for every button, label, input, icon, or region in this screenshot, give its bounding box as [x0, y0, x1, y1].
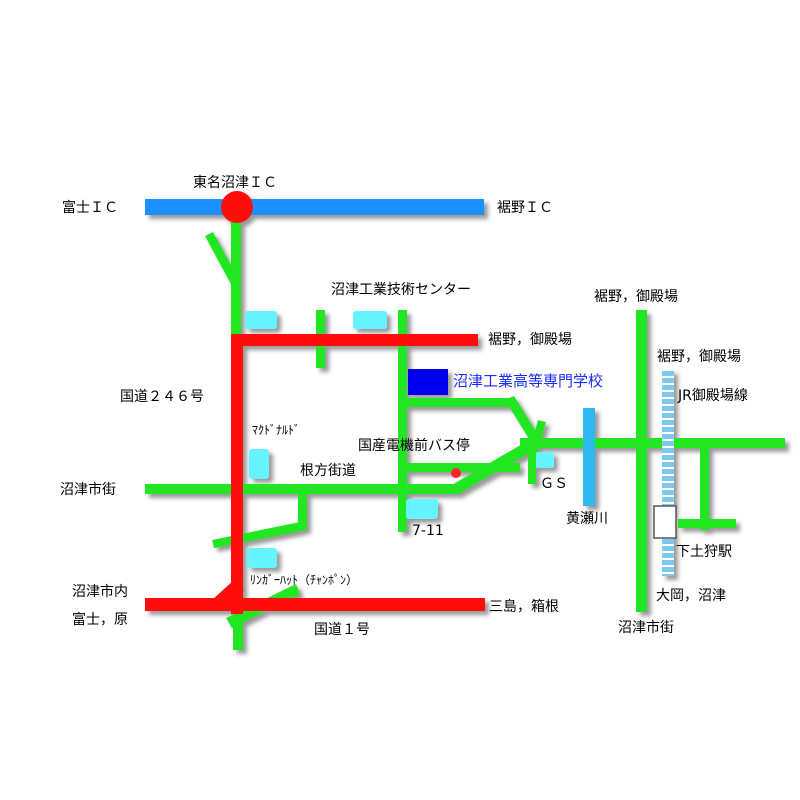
label-fuji-hara: 富士，原	[72, 611, 128, 628]
road-station-stub	[678, 519, 736, 528]
label-shimotogari-station: 下土狩駅	[676, 544, 732, 560]
road-ic-spur	[205, 232, 240, 286]
label-kisegawa: 黄瀬川	[566, 510, 608, 527]
road-station-right	[700, 444, 709, 530]
label-tomei-numazu-ic: 東名沼津ＩＣ	[193, 175, 277, 191]
label-jr-gotemba-line: JR御殿場線	[677, 388, 748, 404]
landmark-gs	[536, 452, 554, 468]
tomei-expressway	[145, 199, 484, 215]
bus-stop-icon	[451, 468, 461, 478]
label-ooka-numazu: 大岡，沼津	[656, 588, 726, 604]
road-west-spur-v	[298, 490, 307, 530]
label-susono-ic: 裾野ＩＣ	[497, 200, 553, 216]
label-gs: ＧＳ	[540, 476, 568, 492]
label-route-1: 国道１号	[314, 622, 370, 638]
road-west-spur-d	[212, 522, 302, 548]
route-1-branch	[212, 580, 244, 610]
road-bus-street	[402, 463, 520, 472]
road-tech-center	[398, 310, 407, 532]
label-mcdonalds: ﾏｸﾄﾞﾅﾙﾄﾞ	[252, 423, 300, 437]
road-nekata-diagonal	[450, 436, 542, 494]
road-east-vertical	[636, 310, 647, 612]
road-school-diagonal	[505, 396, 540, 442]
landmark-tech-center	[353, 311, 387, 329]
national-routes	[145, 334, 485, 614]
route-246-horizontal	[231, 334, 478, 346]
label-bus-stop: 国産電機前バス停	[358, 437, 470, 454]
label-susono-gotemba-2: 裾野，御殿場	[594, 289, 678, 305]
label-mishima-hakone: 三島，箱根	[489, 599, 559, 615]
landmark-box-ic	[245, 311, 277, 329]
road-nekata-kaido	[145, 484, 460, 494]
kisegawa-river	[583, 408, 595, 506]
label-numazu-shigai-left: 沼津市街	[60, 481, 116, 498]
station-icon	[653, 505, 677, 539]
road-school-upper	[402, 398, 512, 407]
landmark-mcdonalds	[249, 449, 269, 479]
label-nekata-kaido: 根方街道	[300, 463, 356, 479]
landmarks	[245, 311, 554, 568]
jr-gotemba-line	[662, 370, 674, 576]
label-ringer-hut: ﾘﾝｶﾞｰﾊｯﾄ（ﾁｬﾝﾎﾟﾝ）	[250, 573, 358, 587]
interchange-icon	[221, 191, 253, 223]
route-246-vertical	[231, 334, 243, 614]
label-fuji-ic: 富士ＩＣ	[62, 199, 118, 216]
label-numazu-shinai: 沼津市内	[72, 583, 128, 600]
road-gs-stub	[528, 440, 536, 484]
landmark-ringer-hut	[247, 548, 277, 568]
label-numazu-shigai-bottom: 沼津市街	[618, 619, 674, 636]
label-seven-eleven: 7-11	[412, 523, 444, 539]
road-east-main	[520, 438, 785, 448]
label-school: 沼津工業高等専門学校	[453, 372, 603, 390]
route-1	[145, 598, 485, 611]
label-route-246: 国道２４６号	[120, 389, 204, 405]
local-roads	[145, 218, 785, 650]
landmark-seven-eleven	[406, 499, 438, 519]
label-tech-center: 沼津工業技術センター	[331, 282, 471, 298]
map-labels: 東名沼津ＩＣ 富士ＩＣ 裾野ＩＣ 沼津工業技術センター 裾野，御殿場 裾野，御殿…	[60, 175, 748, 638]
school-building	[408, 369, 448, 395]
label-susono-gotemba-3: 裾野，御殿場	[657, 349, 741, 365]
label-susono-gotemba-1: 裾野，御殿場	[488, 332, 572, 348]
